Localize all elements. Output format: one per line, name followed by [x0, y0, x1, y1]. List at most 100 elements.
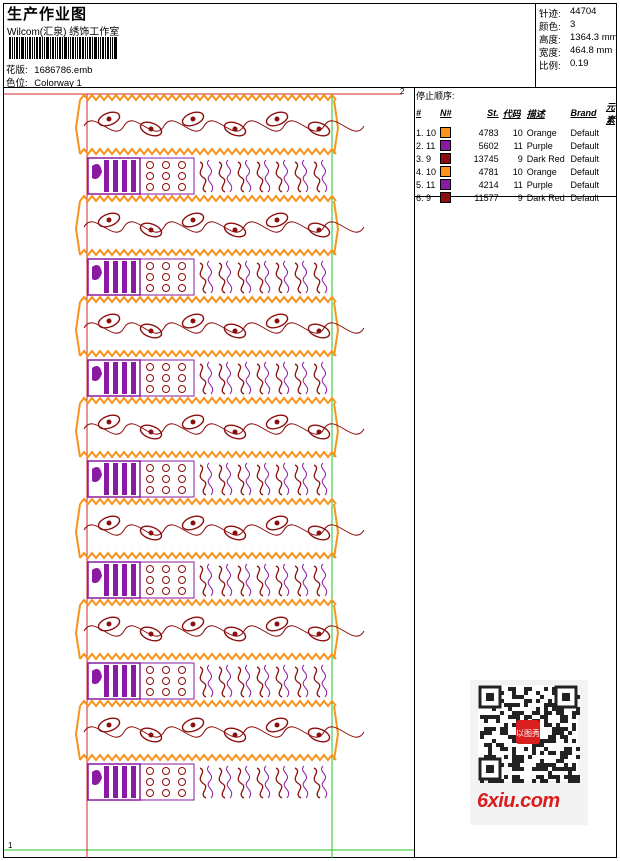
- stat-width: 宽度:464.8 mm: [539, 45, 613, 59]
- floral-dot: [178, 464, 186, 472]
- floral-dot: [178, 385, 186, 393]
- scroll-motif: [283, 159, 290, 193]
- qr-module: [512, 763, 516, 767]
- qr-module: [544, 779, 548, 783]
- orange-zigzag-border: [79, 753, 337, 762]
- qr-module: [500, 731, 504, 735]
- colorway-value: Colorway 1: [34, 78, 82, 89]
- qr-module: [488, 731, 492, 735]
- legend-code: 10: [512, 127, 523, 138]
- legend-element: [604, 191, 617, 204]
- scroll-motif: [321, 260, 328, 294]
- qr-module: [544, 711, 548, 715]
- qr-module: [568, 751, 572, 755]
- marker-bottom-label: 1: [8, 841, 13, 850]
- qr-module: [544, 763, 548, 767]
- barcode-bar: [57, 37, 58, 59]
- qr-module: [560, 751, 564, 755]
- qr-module: [556, 767, 560, 771]
- qr-module: [492, 707, 496, 711]
- stat-height: 高度:1364.3 mm: [539, 32, 618, 46]
- qr-module: [536, 767, 540, 771]
- qr-module: [536, 707, 540, 711]
- scroll-motif: [313, 767, 321, 799]
- col-code: 代码: [502, 108, 521, 119]
- qr-module: [536, 691, 540, 695]
- scroll-motif: [302, 765, 309, 799]
- scroll-motif: [226, 260, 233, 294]
- purple-bar: [122, 564, 127, 596]
- scroll-motif: [302, 664, 309, 698]
- scroll-motif: [218, 464, 226, 496]
- leaf-motif: [181, 313, 205, 329]
- scroll-motif: [218, 161, 226, 193]
- floral-dot: [146, 475, 154, 483]
- orange-side-edge: [74, 503, 81, 559]
- legend-swatch-cell: [438, 139, 466, 152]
- leaf-dot: [316, 732, 322, 738]
- qr-module: [568, 731, 572, 735]
- qr-module: [516, 755, 520, 759]
- floral-dot: [162, 677, 170, 685]
- qr-module: [560, 719, 564, 723]
- qr-module: [544, 767, 548, 771]
- legend-desc: Orange: [526, 127, 557, 138]
- qr-code-icon: 以图秀: [478, 685, 580, 783]
- qr-module: [552, 691, 556, 695]
- qr-module: [512, 687, 516, 691]
- floral-dot: [162, 464, 170, 472]
- legend-brand: Default: [570, 140, 600, 151]
- scroll-motif: [199, 565, 207, 597]
- legend-swatch-cell: [438, 178, 466, 191]
- legend-caption: 停止顺序:: [416, 91, 455, 101]
- floral-grid-frame: [139, 359, 195, 397]
- purple-bar: [113, 665, 118, 697]
- qr-module: [500, 691, 504, 695]
- qr-module: [548, 771, 552, 775]
- qr-module: [568, 767, 572, 771]
- qr-module: [524, 691, 528, 695]
- floral-dot: [178, 475, 186, 483]
- qr-module: [488, 727, 492, 731]
- qr-module: [484, 731, 488, 735]
- qr-module: [488, 747, 492, 751]
- floral-dot: [178, 666, 186, 674]
- floral-dot: [146, 486, 154, 494]
- barcode-bar: [39, 37, 41, 59]
- leaf-motif: [265, 717, 289, 733]
- leaf-motif: [307, 323, 331, 339]
- qr-module: [556, 723, 560, 727]
- scroll-motif: [207, 159, 214, 193]
- qr-module: [568, 775, 572, 779]
- legend-element: [604, 126, 617, 139]
- scroll-motif: [313, 464, 321, 496]
- floral-dot: [178, 688, 186, 696]
- qr-module: [488, 743, 492, 747]
- floral-dot: [146, 666, 154, 674]
- barcode-bar: [34, 37, 35, 59]
- leaf-dot: [190, 318, 196, 324]
- purple-bar: [122, 766, 127, 798]
- barcode-bar: [59, 37, 61, 59]
- qr-module: [540, 775, 544, 779]
- color-swatch: [440, 179, 452, 191]
- qr-module: [556, 775, 560, 779]
- scroll-motif: [218, 262, 226, 294]
- legend-stitches: 13745: [473, 153, 499, 164]
- floral-dot: [178, 789, 186, 797]
- leaf-dot: [274, 621, 280, 627]
- qr-module: [572, 727, 576, 731]
- stat-colors: 颜色:3: [539, 19, 576, 33]
- orange-zigzag-border: [79, 396, 337, 405]
- floral-dot: [162, 262, 170, 270]
- leaf-motif: [223, 626, 247, 642]
- qr-module: [564, 751, 568, 755]
- qr-module: [576, 775, 580, 779]
- floral-dot: [178, 677, 186, 685]
- floral-dot: [162, 666, 170, 674]
- floral-dot: [162, 183, 170, 191]
- orange-side-edge: [74, 402, 81, 458]
- purple-bar: [113, 362, 118, 394]
- barcode-bar: [55, 37, 56, 59]
